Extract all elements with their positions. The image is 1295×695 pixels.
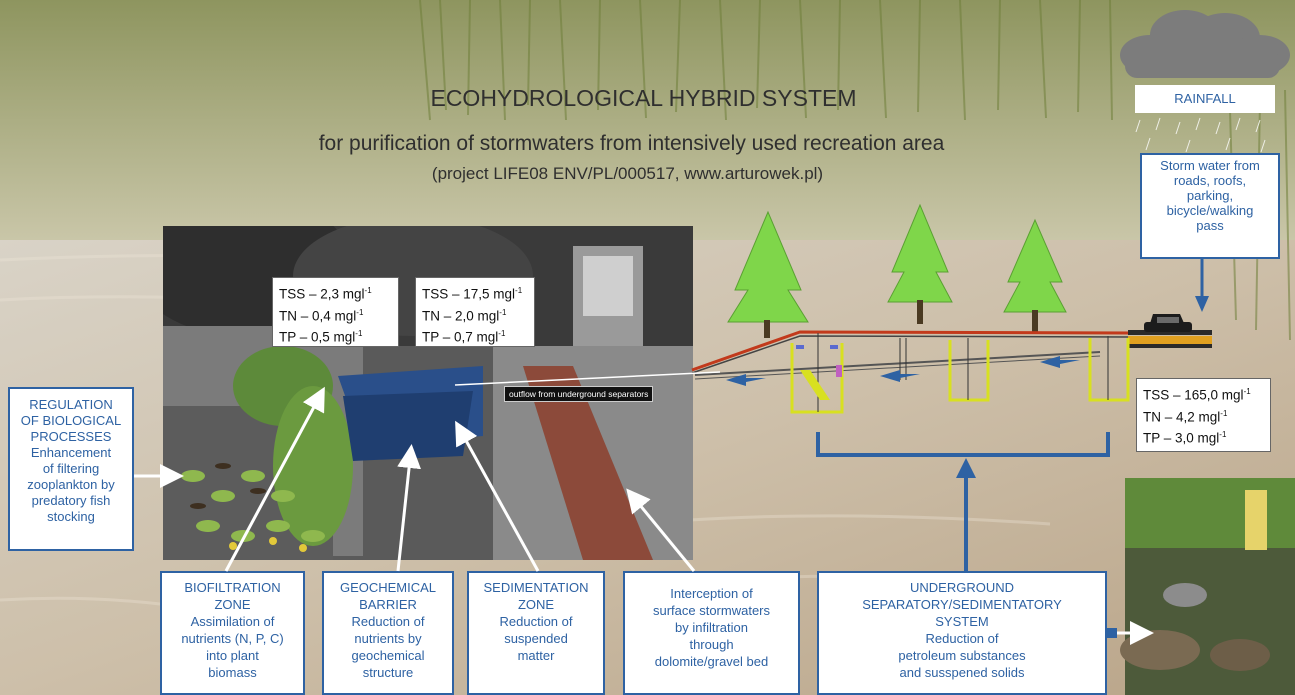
regulation-box: REGULATION OF BIOLOGICAL PROCESSES Enhan… [8,387,134,551]
zone-line: into plant [206,648,259,663]
zone-line: Interception of [670,586,753,601]
regulation-line-8: stocking [47,509,95,524]
tn-value: TN – 4,2 mgl [1143,409,1221,424]
zone-line: GEOCHEMICAL [339,580,437,595]
zone-line: nutrients by [354,631,422,646]
concentration-box-sedimentation: TSS – 17,5 mgl-1 TN – 2,0 mgl-1 TP – 0,7… [415,277,535,347]
zone-line: SEPARATORY/SEDIMENTATORY [862,597,1062,612]
zone-line: UNDERGROUND [910,580,1014,595]
tss-value: TSS – 2,3 mgl [279,286,365,302]
zone-line: through [689,637,734,652]
sedimentation-zone-box: SEDIMENTATION ZONE Reduction of suspende… [467,571,605,695]
zone-line: Reduction of [925,631,999,646]
storm-water-line-1: Storm water from [1160,158,1260,173]
storm-water-line-4: bicycle/walking [1166,203,1254,218]
regulation-line-4: Enhancement [30,445,112,460]
unit-exponent: -1 [355,329,363,338]
zone-line: Reduction of [499,614,573,629]
zone-line: BARRIER [359,597,417,612]
zone-line: biomass [208,665,257,680]
storm-water-line-2: roads, roofs, [1173,173,1247,188]
diagram-title: ECOHYDROLOGICAL HYBRID SYSTEM [430,85,857,111]
zone-line: BIOFILTRATION [184,580,281,595]
zone-line: ZONE [517,597,555,612]
geochemical-barrier-box: GEOCHEMICAL BARRIER Reduction of nutrien… [322,571,454,695]
zone-line: petroleum substances [898,648,1026,663]
zone-line: SEDIMENTATION [483,580,589,595]
concentration-box-inflow: TSS – 165,0 mgl-1 TN – 4,2 mgl-1 TP – 3,… [1136,378,1271,452]
storm-water-line-5: pass [1196,218,1224,233]
unit-exponent: -1 [1243,387,1251,396]
zone-line: by infiltration [675,620,748,635]
zone-line: ZONE [214,597,251,612]
zone-line: matter [517,648,555,663]
storm-water-box: Storm water from roads, roofs, parking, … [1140,153,1280,259]
tp-value: TP – 3,0 mgl [1143,430,1220,446]
unit-exponent: -1 [1220,408,1228,418]
zone-line: nutrients (N, P, C) [181,631,284,646]
zone-line: Assimilation of [190,614,275,629]
outflow-label: outflow from underground separators [504,386,654,402]
zone-line: structure [362,665,414,680]
tp-value: TP – 0,7 mgl [422,329,499,345]
unit-exponent: -1 [1219,430,1227,439]
unit-exponent: -1 [364,286,372,295]
rainfall-label: RAINFALL [1135,85,1275,113]
regulation-line-5: of filtering [42,461,100,476]
zone-line: geochemical [351,648,425,663]
regulation-line-7: predatory fish [31,493,111,508]
project-reference: (project LIFE08 ENV/PL/000517, www.artur… [431,164,824,183]
unit-exponent: -1 [515,286,523,295]
tp-value: TP – 0,5 mgl [279,329,356,345]
tss-value: TSS – 17,5 mgl [422,286,516,302]
biofiltration-zone-box: BIOFILTRATION ZONE Assimilation of nutri… [160,571,305,695]
zone-line: SYSTEM [935,614,989,629]
regulation-line-1: REGULATION [29,397,113,412]
regulation-line-6: zooplankton by [27,477,115,492]
regulation-line-2: OF BIOLOGICAL [20,413,122,428]
zone-line: suspended [504,631,568,646]
tss-value: TSS – 165,0 mgl [1143,387,1244,403]
diagram-subtitle: for purification of stormwaters from int… [318,132,945,155]
zone-line: Reduction of [351,614,425,629]
regulation-line-3: PROCESSES [30,429,112,444]
tn-value: TN – 0,4 mgl [279,308,357,323]
unit-exponent: -1 [499,307,507,317]
zone-line: and susspened solids [899,665,1025,680]
unit-exponent: -1 [356,307,364,317]
concentration-box-biofiltration: TSS – 2,3 mgl-1 TN – 0,4 mgl-1 TP – 0,5 … [272,277,399,347]
zone-line: surface stormwaters [652,603,771,618]
interception-box: Interception of surface stormwaters by i… [623,571,800,695]
unit-exponent: -1 [498,329,506,338]
underground-system-box: UNDERGROUND SEPARATORY/SEDIMENTATORY SYS… [817,571,1107,695]
tn-value: TN – 2,0 mgl [422,308,500,323]
storm-water-line-3: parking, [1186,188,1234,203]
zone-line: dolomite/gravel bed [654,654,769,669]
